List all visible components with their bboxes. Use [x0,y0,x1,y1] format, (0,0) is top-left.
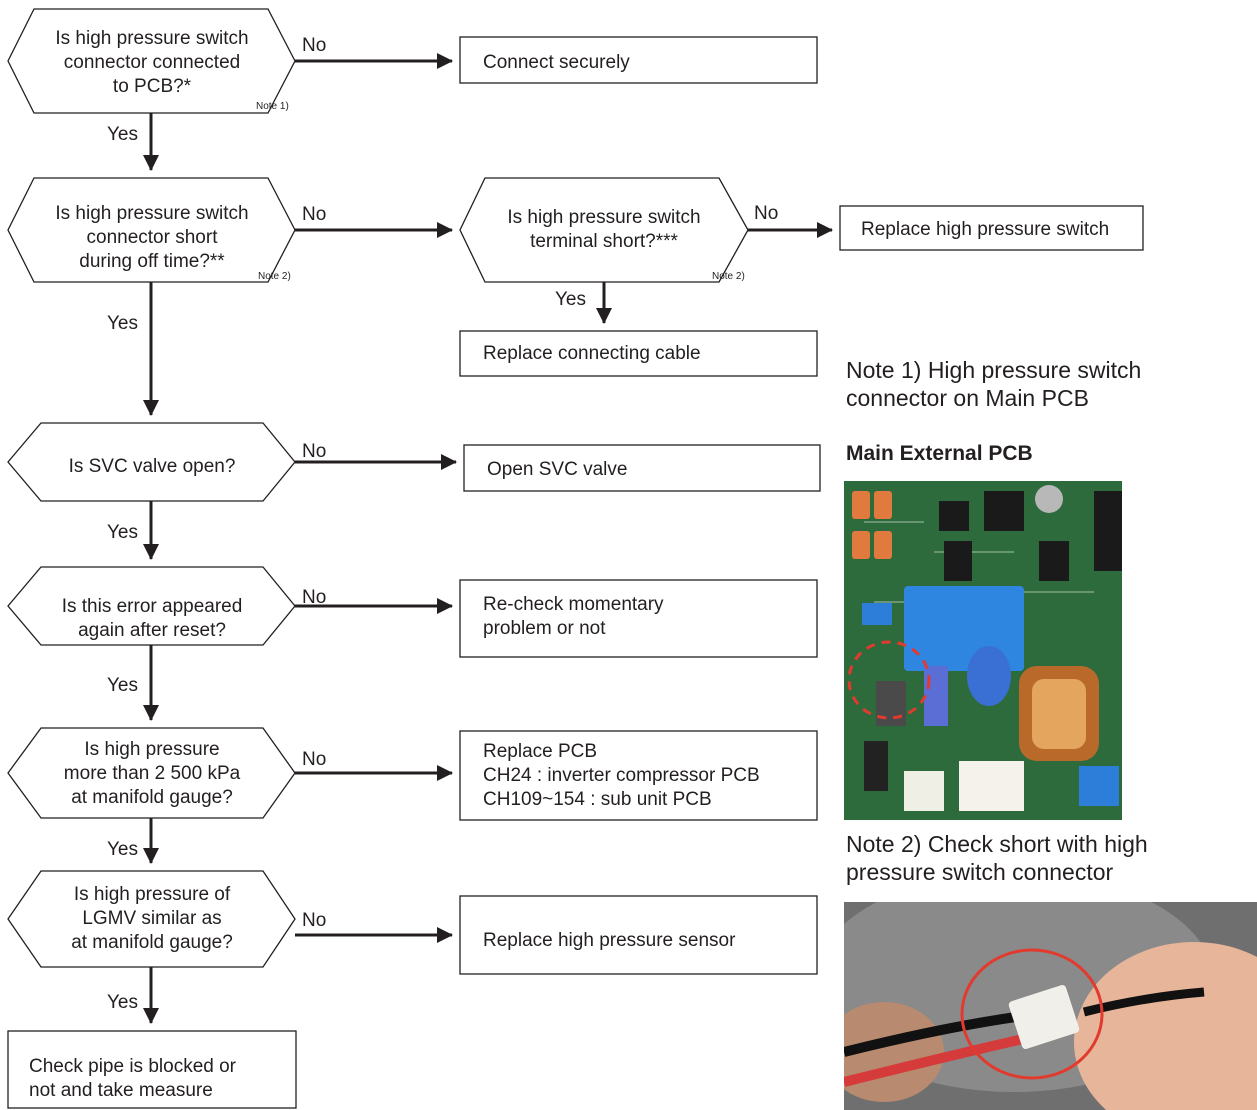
note-2-text: Note 2) Check short with high pressure s… [846,831,1148,885]
action-box-8 [7,1030,297,1109]
no-label-1: No [302,35,327,56]
note-ref-2: Note 2) [258,271,291,282]
decision-6-shape [7,727,296,819]
main-pcb-photo [844,481,1122,820]
note-ref-1: Note 1) [256,101,289,112]
action-box-2 [839,205,1144,251]
action-box-1 [459,36,818,84]
note-1-text: Note 1) High pressure switch connector o… [846,357,1142,411]
yes-label-2: Yes [107,313,138,334]
action-7-text: Replace high pressure sensor [483,930,736,951]
no-label-5: No [302,587,327,608]
yes-label-3: Yes [555,289,586,310]
action-2-text: Replace high pressure switch [861,219,1110,240]
action-8-text: Check pipe is blocked or not and take me… [29,1056,236,1101]
main-pcb-heading: Main External PCB [846,442,1033,465]
action-box-6 [459,730,818,821]
decision-4-text: Is SVC valve open? [68,456,236,477]
decision-1-shape [7,8,296,114]
decision-6-text: Is high pressure more than 2 500 kPa at … [63,739,241,808]
decision-5-shape [7,566,296,646]
decision-2-text: Is high pressure switch connector short … [55,203,249,272]
decision-3-text: Is high pressure switch terminal short?*… [507,207,701,252]
action-6-text: Replace PCB CH24 : inverter compressor P… [483,741,760,810]
no-label-6: No [302,749,327,770]
no-label-3: No [754,203,779,224]
connector-check-photo [844,902,1257,1110]
decision-3-shape [459,177,749,283]
yes-label-4: Yes [107,522,138,543]
action-5-text: Re-check momentary problem or not [483,594,664,639]
note-ref-3: Note 2) [712,271,745,282]
connector-highlight-ring [960,948,1104,1080]
decision-4-shape [7,422,296,502]
decision-7-shape [7,870,296,968]
no-label-2: No [302,204,327,225]
action-box-4 [463,444,821,492]
action-1-text: Connect securely [483,52,630,73]
yes-label-7: Yes [107,992,138,1013]
yes-label-1: Yes [107,124,138,145]
action-box-5 [459,579,818,658]
yes-label-6: Yes [107,839,138,860]
action-box-7 [459,895,818,975]
action-3-text: Replace connecting cable [483,343,701,364]
no-label-4: No [302,441,327,462]
decision-7-text: Is high pressure of LGMV similar as at m… [71,884,233,953]
action-4-text: Open SVC valve [487,459,628,480]
decision-1-text: Is high pressure switch connector connec… [55,28,249,97]
yes-label-5: Yes [107,675,138,696]
no-label-7: No [302,910,327,931]
connector-highlight-circle [847,640,931,720]
action-box-3 [459,330,818,377]
decision-2-shape [7,177,296,283]
decision-5-text: Is this error appeared again after reset… [61,596,243,641]
